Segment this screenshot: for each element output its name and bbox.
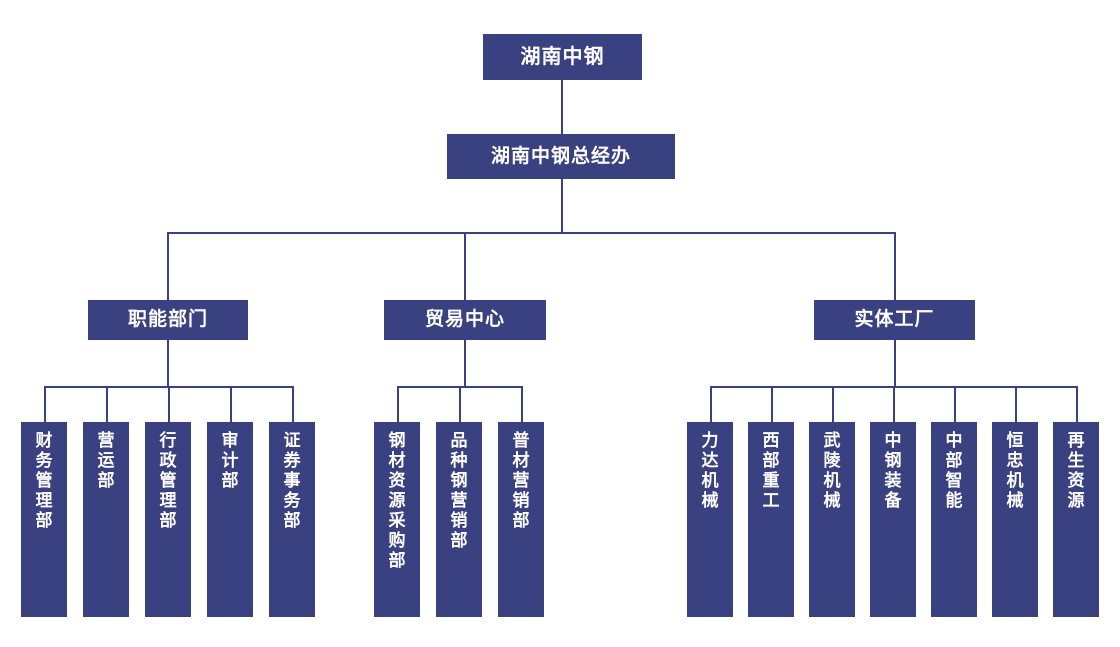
node-branch-trade-center[interactable]: 贸易中心 xyxy=(384,300,546,340)
node-leaf-label: 力达机械 xyxy=(701,431,719,511)
connector-to-leaf-1-3 xyxy=(168,386,170,422)
node-leaf-wuling-machinery[interactable]: 武陵机械 xyxy=(809,422,855,617)
node-leaf-hengzhong-machinery[interactable]: 恒忠机械 xyxy=(992,422,1038,617)
connector-to-leaf-1-2 xyxy=(106,386,108,422)
node-leaf-general-material-marketing[interactable]: 普材营销部 xyxy=(498,422,544,617)
connector-branch-2-to-bus xyxy=(464,340,466,387)
node-leaf-finance-management[interactable]: 财务管理部 xyxy=(21,422,67,617)
node-leaf-label: 品种钢营销部 xyxy=(450,431,468,551)
connector-level2-to-bus xyxy=(561,179,563,233)
connector-branch-3-to-bus xyxy=(894,340,896,387)
node-leaf-western-heavy-industry[interactable]: 西部重工 xyxy=(748,422,794,617)
connector-bus-to-branch-2 xyxy=(464,232,466,300)
node-leaf-steel-resource-procurement[interactable]: 钢材资源采购部 xyxy=(374,422,420,617)
node-leaf-label: 审计部 xyxy=(221,431,239,491)
node-leaf-recycled-resources[interactable]: 再生资源 xyxy=(1053,422,1099,617)
node-leaf-label: 证券事务部 xyxy=(283,431,301,531)
connector-to-leaf-1-4 xyxy=(230,386,232,422)
node-leaf-label: 行政管理部 xyxy=(159,431,177,531)
node-branch-functional-departments[interactable]: 职能部门 xyxy=(88,300,248,340)
node-leaf-operations[interactable]: 营运部 xyxy=(83,422,129,617)
connector-to-leaf-3-5 xyxy=(954,386,956,422)
node-leaf-audit[interactable]: 审计部 xyxy=(207,422,253,617)
node-leaf-label: 恒忠机械 xyxy=(1006,431,1024,511)
node-leaf-label: 财务管理部 xyxy=(35,431,53,531)
connector-to-leaf-2-2 xyxy=(459,386,461,422)
connector-to-leaf-3-4 xyxy=(893,386,895,422)
node-leaf-central-intelligence[interactable]: 中部智能 xyxy=(931,422,977,617)
connector-branch-1-to-bus xyxy=(167,340,169,387)
node-leaf-label: 再生资源 xyxy=(1067,431,1085,511)
connector-to-leaf-2-1 xyxy=(397,386,399,422)
node-leaf-administration-management[interactable]: 行政管理部 xyxy=(145,422,191,617)
connector-root-to-level2 xyxy=(561,80,563,134)
node-leaf-label: 营运部 xyxy=(97,431,115,491)
connector-to-leaf-3-7 xyxy=(1076,386,1078,422)
node-leaf-specialty-steel-marketing[interactable]: 品种钢营销部 xyxy=(436,422,482,617)
node-leaf-label: 武陵机械 xyxy=(823,431,841,511)
connector-to-leaf-3-1 xyxy=(710,386,712,422)
node-branch-label: 职能部门 xyxy=(127,309,208,331)
connector-to-leaf-1-5 xyxy=(292,386,294,422)
node-leaf-label: 普材营销部 xyxy=(512,431,530,531)
node-leaf-label: 钢材资源采购部 xyxy=(388,431,406,571)
node-leaf-lida-machinery[interactable]: 力达机械 xyxy=(687,422,733,617)
connector-to-leaf-3-2 xyxy=(771,386,773,422)
node-level2-label: 湖南中钢总经办 xyxy=(490,145,631,167)
node-branch-label: 实体工厂 xyxy=(854,309,935,331)
connector-bus-branches xyxy=(167,232,896,234)
node-leaf-zhonggang-equipment[interactable]: 中钢装备 xyxy=(870,422,916,617)
node-branch-label: 贸易中心 xyxy=(424,309,505,331)
node-root-label: 湖南中钢 xyxy=(520,45,605,68)
node-branch-physical-factories[interactable]: 实体工厂 xyxy=(814,300,975,340)
connector-to-leaf-3-3 xyxy=(832,386,834,422)
node-root[interactable]: 湖南中钢 xyxy=(483,34,642,80)
connector-bus-to-branch-1 xyxy=(167,232,169,300)
connector-bus-to-branch-3 xyxy=(894,232,896,300)
connector-to-leaf-3-6 xyxy=(1015,386,1017,422)
node-level2[interactable]: 湖南中钢总经办 xyxy=(447,134,675,179)
connector-to-leaf-1-1 xyxy=(44,386,46,422)
node-leaf-label: 中钢装备 xyxy=(884,431,902,511)
node-leaf-label: 中部智能 xyxy=(945,431,963,511)
connector-to-leaf-2-3 xyxy=(521,386,523,422)
node-leaf-label: 西部重工 xyxy=(762,431,780,511)
node-leaf-securities-affairs[interactable]: 证券事务部 xyxy=(269,422,315,617)
